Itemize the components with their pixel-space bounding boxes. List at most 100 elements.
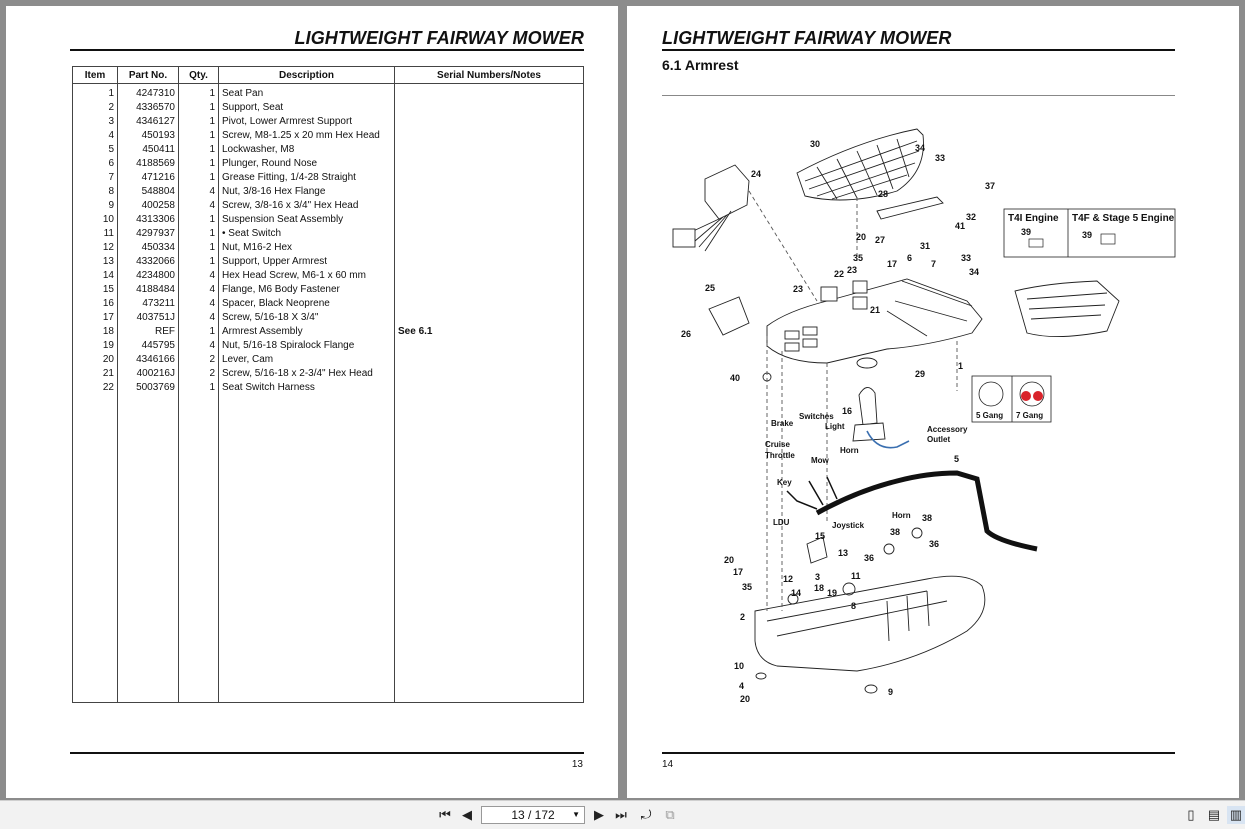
table-cell: 17 <box>72 310 118 324</box>
table-cell: 1 <box>178 142 219 156</box>
column-header: Qty. <box>178 66 219 84</box>
diagram-text-label: Joystick <box>832 521 865 530</box>
callout-number: 36 <box>929 539 939 549</box>
table-cell: 3 <box>72 114 118 128</box>
table-cell: Screw, 3/8-16 x 3/4" Hex Head <box>218 198 395 212</box>
previous-page-icon[interactable]: ◀ <box>462 807 472 822</box>
engine-box-right-callout: 39 <box>1082 230 1092 240</box>
parts-table: Item Part No. Qty. Description Serial Nu… <box>72 66 584 703</box>
callout-number: 5 <box>954 454 959 464</box>
seat-pan <box>754 575 986 672</box>
table-filler-row <box>72 394 584 703</box>
table-cell: 1 <box>178 240 219 254</box>
table-cell: 450193 <box>117 128 179 142</box>
section-rule <box>662 95 1175 96</box>
callout-number: 38 <box>890 527 900 537</box>
rotate-icon[interactable]: ⤾ <box>640 807 652 822</box>
callout-number: 33 <box>935 153 945 163</box>
table-cell <box>394 366 584 380</box>
table-cell: 14 <box>72 268 118 282</box>
armrest-exploded-diagram: T4I Engine T4F & Stage 5 Engine 39 39 5 … <box>672 128 1176 704</box>
table-cell: 21 <box>72 366 118 380</box>
diagram-text-label: Throttle <box>765 451 795 460</box>
diagram-text-label: Accessory <box>927 425 968 434</box>
page-select[interactable]: 13 / 172 ▼ <box>481 806 585 824</box>
header-rule <box>662 49 1175 51</box>
callout-number: 13 <box>838 548 848 558</box>
gang-left-label: 5 Gang <box>976 411 1003 420</box>
table-cell: Spacer, Black Neoprene <box>218 296 395 310</box>
page-number-right: 14 <box>662 759 674 770</box>
fit-page-icon[interactable]: ⧉ <box>665 807 675 822</box>
callout-number: 23 <box>793 284 803 294</box>
table-cell: 4332066 <box>117 254 179 268</box>
callout-number: 19 <box>827 588 837 598</box>
diagram-text-label: Light <box>825 422 845 431</box>
column-header: Serial Numbers/Notes <box>394 66 584 84</box>
viewer-toolbar: ⏮ ◀ 13 / 172 ▼ ▶ ⏭ ⤾ ⧉ ▯ ▤ ▥ <box>0 800 1245 829</box>
table-cell: 15 <box>72 282 118 296</box>
table-cell <box>394 114 584 128</box>
continuous-page-icon[interactable]: ▤ <box>1207 807 1221 822</box>
table-cell: 12 <box>72 240 118 254</box>
table-cell <box>394 268 584 282</box>
table-cell: • Seat Switch <box>218 226 395 240</box>
next-page-icon[interactable]: ▶ <box>594 807 604 822</box>
single-page-icon[interactable]: ▯ <box>1187 807 1195 822</box>
table-cell: 1 <box>178 254 219 268</box>
diagram-text-label: Brake <box>771 419 794 428</box>
table-cell: 4247310 <box>117 83 179 100</box>
table-cell: 1 <box>178 380 219 394</box>
table-cell <box>394 170 584 184</box>
diagram-text-label: LDU <box>773 518 790 527</box>
engine-variant-box: T4I Engine T4F & Stage 5 Engine 39 39 <box>1003 208 1176 258</box>
diagram-text-label: Switches <box>799 412 834 421</box>
table-cell: 1 <box>178 114 219 128</box>
engine-box-left-callout: 39 <box>1021 227 1031 237</box>
engine-box-right-title: T4F & Stage 5 Engine <box>1072 213 1175 224</box>
gang-right-label: 7 Gang <box>1016 411 1043 420</box>
callout-number: 20 <box>856 232 866 242</box>
callout-number: 6 <box>907 253 912 263</box>
callout-number: 28 <box>878 189 888 199</box>
callout-number: 7 <box>931 259 936 269</box>
table-cell: Pivot, Lower Armrest Support <box>218 114 395 128</box>
table-cell <box>394 338 584 352</box>
table-cell: 20 <box>72 352 118 366</box>
table-cell <box>394 352 584 366</box>
table-cell: 2 <box>72 100 118 114</box>
table-cell: 4313306 <box>117 212 179 226</box>
table-cell: Nut, M16-2 Hex <box>218 240 395 254</box>
two-page-icon[interactable]: ▥ <box>1227 806 1245 824</box>
last-page-icon[interactable]: ⏭ <box>615 807 627 822</box>
first-page-icon[interactable]: ⏮ <box>439 807 451 822</box>
table-cell <box>394 142 584 156</box>
table-cell: 473211 <box>117 296 179 310</box>
table-cell <box>394 394 584 703</box>
callout-number: 32 <box>966 212 976 222</box>
engine-box-left-title: T4I Engine <box>1008 213 1059 224</box>
table-cell: 1 <box>178 156 219 170</box>
table-cell: Support, Seat <box>218 100 395 114</box>
callout-number: 30 <box>810 139 820 149</box>
table-cell: 1 <box>178 100 219 114</box>
table-cell: 2 <box>178 366 219 380</box>
table-cell: 4 <box>178 338 219 352</box>
page-header-right: LIGHTWEIGHT FAIRWAY MOWER <box>662 28 952 48</box>
table-cell: 4 <box>178 184 219 198</box>
callout-number: 35 <box>742 582 752 592</box>
callout-number: 2 <box>740 612 745 622</box>
armrest-cover-grille <box>796 128 924 201</box>
callout-number: 23 <box>847 265 857 275</box>
header-rule <box>70 49 584 51</box>
callout-number: 20 <box>740 694 750 704</box>
